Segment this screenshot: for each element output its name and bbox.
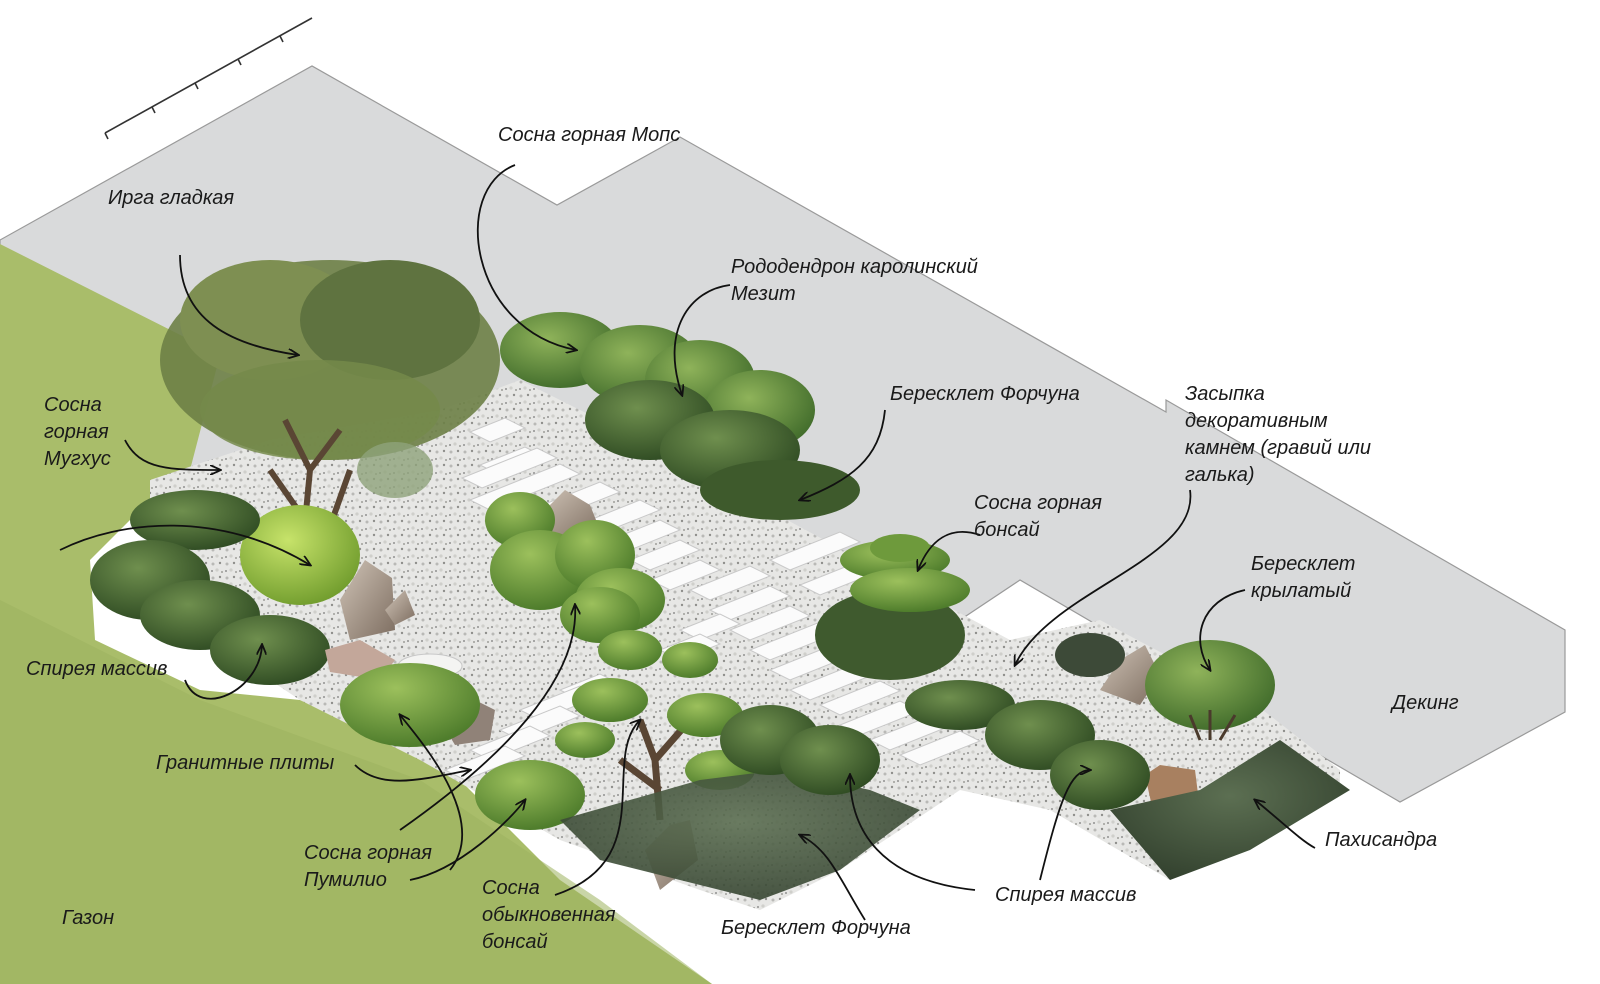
boulder: [385, 590, 415, 625]
lawn-shade: [0, 600, 712, 984]
label-euonymus-winged-line1: Бересклет: [1251, 553, 1356, 575]
euonymus-winged-trunk: [1188, 710, 1237, 741]
label-pine-mughus-line3: Мугхус: [44, 448, 111, 470]
spirea-massif-left: [90, 490, 330, 685]
label-pine-mops: Сосна горная Мопс: [498, 124, 681, 146]
irga-tree: [160, 260, 500, 576]
euonymus-fortune-bottom: [560, 770, 920, 900]
rhododendron-hedge: [500, 312, 860, 520]
spirea-massif-bottom: [720, 680, 1150, 810]
label-pine-bonsai-line1: Сосна горная: [974, 492, 1102, 514]
label-gravel-fill-line3: камнем (гравий или: [1185, 437, 1371, 459]
lime-grass-clump: [240, 505, 360, 605]
label-pine-mughus-line1: Сосна: [44, 394, 102, 416]
label-pine-common-line1: Сосна: [482, 877, 540, 899]
label-euonymus-fortune-top: Бересклет Форчуна: [890, 383, 1080, 405]
label-rhododendron-line1: Рододендрон каролинский: [731, 256, 978, 278]
arrow-icon: [59, 164, 1316, 921]
label-gravel-fill-line4: галька): [1185, 464, 1255, 486]
scale-bar-icon: [104, 17, 313, 140]
label-irga: Ирга гладкая: [108, 187, 235, 209]
pine-mughus: [357, 442, 433, 498]
label-gravel-fill-line1: Засыпка: [1185, 383, 1265, 405]
label-euonymus-winged-line2: крылатый: [1251, 580, 1352, 602]
label-pine-common-line2: обыкновенная: [482, 904, 616, 926]
gravel-bed: [150, 380, 1340, 910]
pine-mountain-pumilio: [340, 492, 665, 830]
label-pine-pumilio-line2: Пумилио: [304, 869, 387, 891]
label-pine-mughus-line2: горная: [44, 421, 109, 443]
label-decking: Декинг: [1392, 692, 1459, 714]
label-euonymus-fortune-bottom: Бересклет Форчуна: [721, 917, 911, 939]
euonymus-winged: [1145, 640, 1275, 730]
label-spirea-left: Спирея массив: [26, 658, 168, 680]
boulder: [340, 560, 395, 640]
label-pine-bonsai-line2: бонсай: [974, 519, 1040, 541]
label-pine-pumilio-line1: Сосна горная: [304, 842, 432, 864]
label-rhododendron-line2: Мезит: [731, 283, 796, 305]
dark-shrub: [1055, 633, 1125, 677]
label-lawn: Газон: [62, 907, 115, 929]
label-gravel-fill-line2: декоративным: [1185, 410, 1328, 432]
pachysandra-bed: [1110, 740, 1350, 880]
label-pine-common-line3: бонсай: [482, 931, 548, 953]
label-spirea-bottom: Спирея массив: [995, 884, 1137, 906]
boulder: [1100, 645, 1160, 705]
label-granite-slabs: Гранитные плиты: [156, 752, 335, 774]
label-pachysandra: Пахисандра: [1325, 829, 1438, 851]
